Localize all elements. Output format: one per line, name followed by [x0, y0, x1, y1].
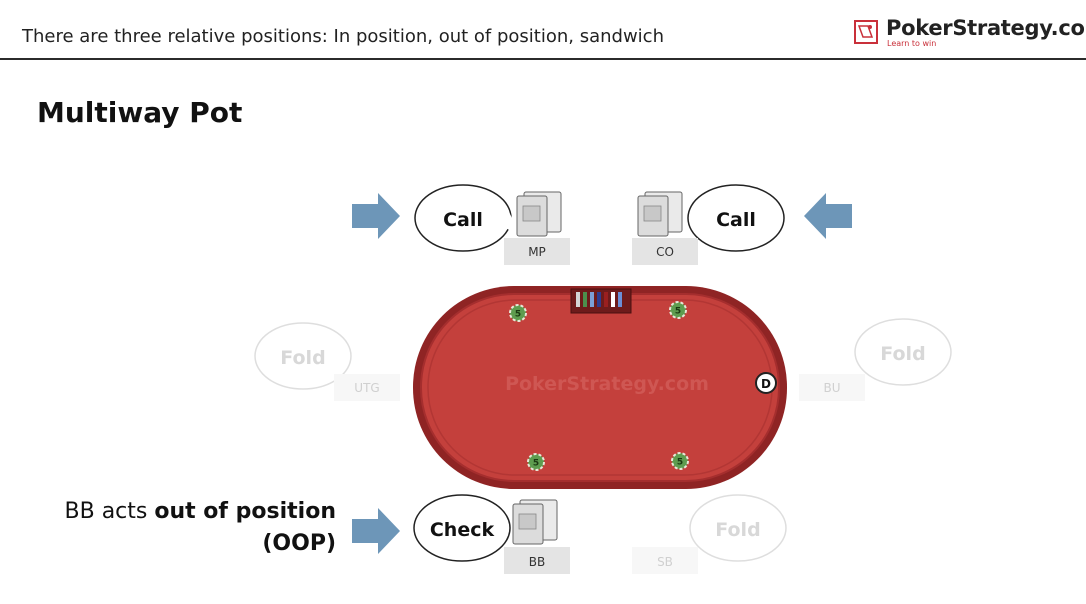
oop-note-line-1: BB acts out of position [65, 496, 336, 528]
chip-bb: 5 [527, 453, 545, 471]
player-sb: Fold SB [632, 494, 787, 574]
action-bubble-sb: Fold [715, 519, 760, 541]
seat-label-bu: BU [823, 381, 840, 395]
action-bubble-bb: Check [430, 519, 495, 541]
oop-note-suffix: (OOP) [262, 531, 336, 556]
hole-cards-icon [512, 499, 558, 545]
player-utg: Fold UTG [254, 322, 400, 401]
logo-mark-icon [854, 20, 878, 44]
seat-label-mp: MP [528, 245, 546, 259]
chip-value: 5 [533, 459, 539, 469]
chip-co: 5 [669, 301, 687, 319]
seat-label-co: CO [656, 245, 674, 259]
chip-tray [570, 288, 632, 314]
poker-table: PokerStrategy.com 5 5 5 5 [413, 286, 787, 489]
oop-note-prefix: BB acts [64, 499, 155, 524]
hole-cards-icon [516, 191, 562, 237]
svg-text:D: D [761, 377, 771, 391]
logo-name: PokerStrategy.com [886, 16, 1086, 40]
chip-value: 5 [515, 310, 521, 320]
chip-mp: 5 [509, 304, 527, 322]
page-title: Multiway Pot [37, 96, 243, 129]
action-bubble-mp: Call [443, 209, 483, 231]
chip-sb: 5 [671, 452, 689, 470]
arrow-right-icon [352, 508, 400, 554]
chip-value: 5 [675, 307, 681, 317]
seat-label-bb: BB [529, 555, 545, 569]
player-co: Call CO [632, 184, 785, 265]
chip-value: 5 [677, 458, 683, 468]
player-bu: Fold BU [799, 318, 952, 401]
action-bubble-co: Call [716, 209, 756, 231]
oop-note-bold: out of position [154, 499, 336, 524]
header-text: There are three relative positions: In p… [22, 26, 664, 47]
logo-tagline: Learn to win [887, 39, 937, 48]
dealer-button: D [755, 372, 777, 394]
arrow-right-icon [352, 193, 400, 239]
arrow-left-icon [804, 193, 852, 239]
hole-cards-icon [637, 191, 683, 237]
slide-header: There are three relative positions: In p… [0, 0, 1086, 60]
action-bubble-utg: Fold [280, 347, 325, 369]
table-watermark: PokerStrategy.com [505, 373, 709, 395]
oop-note-line-2: (OOP) [65, 528, 336, 560]
player-mp: Call MP [414, 184, 570, 265]
seat-label-utg: UTG [354, 381, 379, 395]
seat-label-sb: SB [657, 555, 673, 569]
oop-note: BB acts out of position (OOP) [65, 496, 336, 560]
action-bubble-bu: Fold [880, 343, 925, 365]
player-bb: Check BB [413, 494, 570, 574]
